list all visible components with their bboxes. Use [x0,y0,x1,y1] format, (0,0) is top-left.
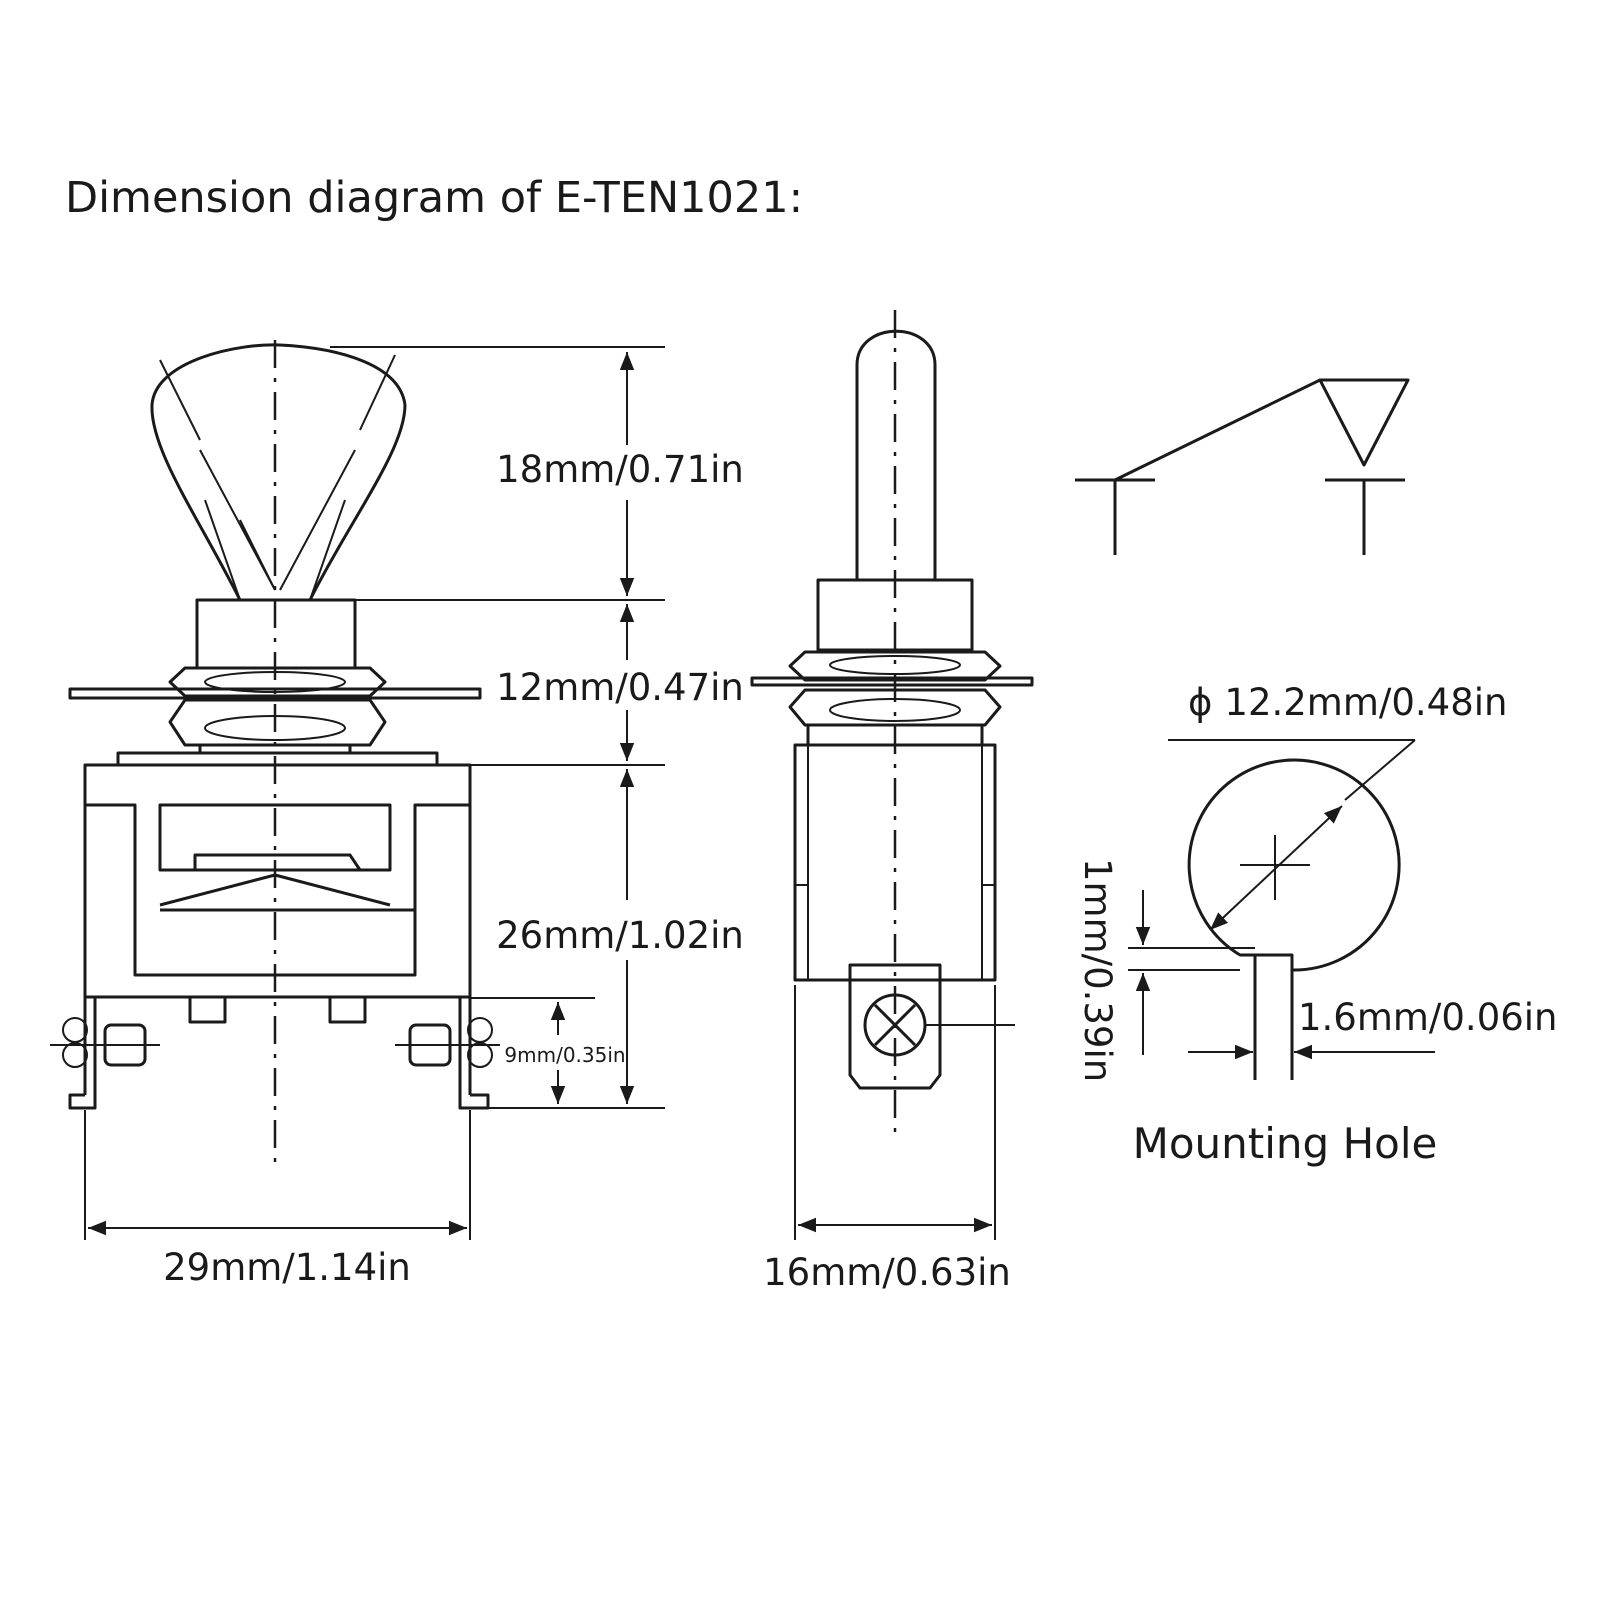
bushing-height-label: 12mm/0.47in [496,666,744,709]
lever-inner-lines [159,354,396,601]
diameter-value: 12.2mm/0.48in [1224,681,1507,724]
panel-plate [68,687,482,700]
front-view: 18mm/0.71in 12mm/0.47in 26mm/1.02in 9mm/… [50,340,744,1289]
base-plate [116,751,439,767]
switch-schematic-symbol [1075,378,1410,555]
side-width-label: 16mm/0.63in [763,1251,1011,1294]
terminal-right [395,997,500,1110]
mounting-hole-caption: Mounting Hole [1133,1119,1438,1168]
butterfly-lever [150,343,407,602]
switch-body [83,763,472,999]
diameter-symbol: ϕ [1188,681,1212,724]
upper-nut [168,666,387,698]
body-height-label: 26mm/1.02in [496,914,744,957]
diameter-label: ϕ 12.2mm/0.48in [1188,681,1507,724]
tab-right [328,995,367,1024]
side-panel-plate [750,676,1034,687]
mounting-hole-outline [1187,758,1401,1080]
key-width-label: 1.6mm/0.06in [1298,996,1558,1039]
terminal-left [50,997,160,1110]
side-view: 16mm/0.63in [750,310,1034,1294]
tab-left [188,995,227,1024]
lower-nut [168,698,387,747]
page-title: Dimension diagram of E-TEN1021: [65,173,803,223]
terminal-height-label: 9mm/0.35in [504,1043,625,1067]
mounting-hole-diagram: ϕ 12.2mm/0.48in 1mm/0.39in 1.6mm/0.06in M… [1076,681,1558,1168]
side-terminal [848,963,942,1090]
lever-height-label: 18mm/0.71in [496,448,744,491]
front-width-label: 29mm/1.14in [163,1246,411,1289]
key-depth-label: 1mm/0.39in [1076,858,1119,1082]
